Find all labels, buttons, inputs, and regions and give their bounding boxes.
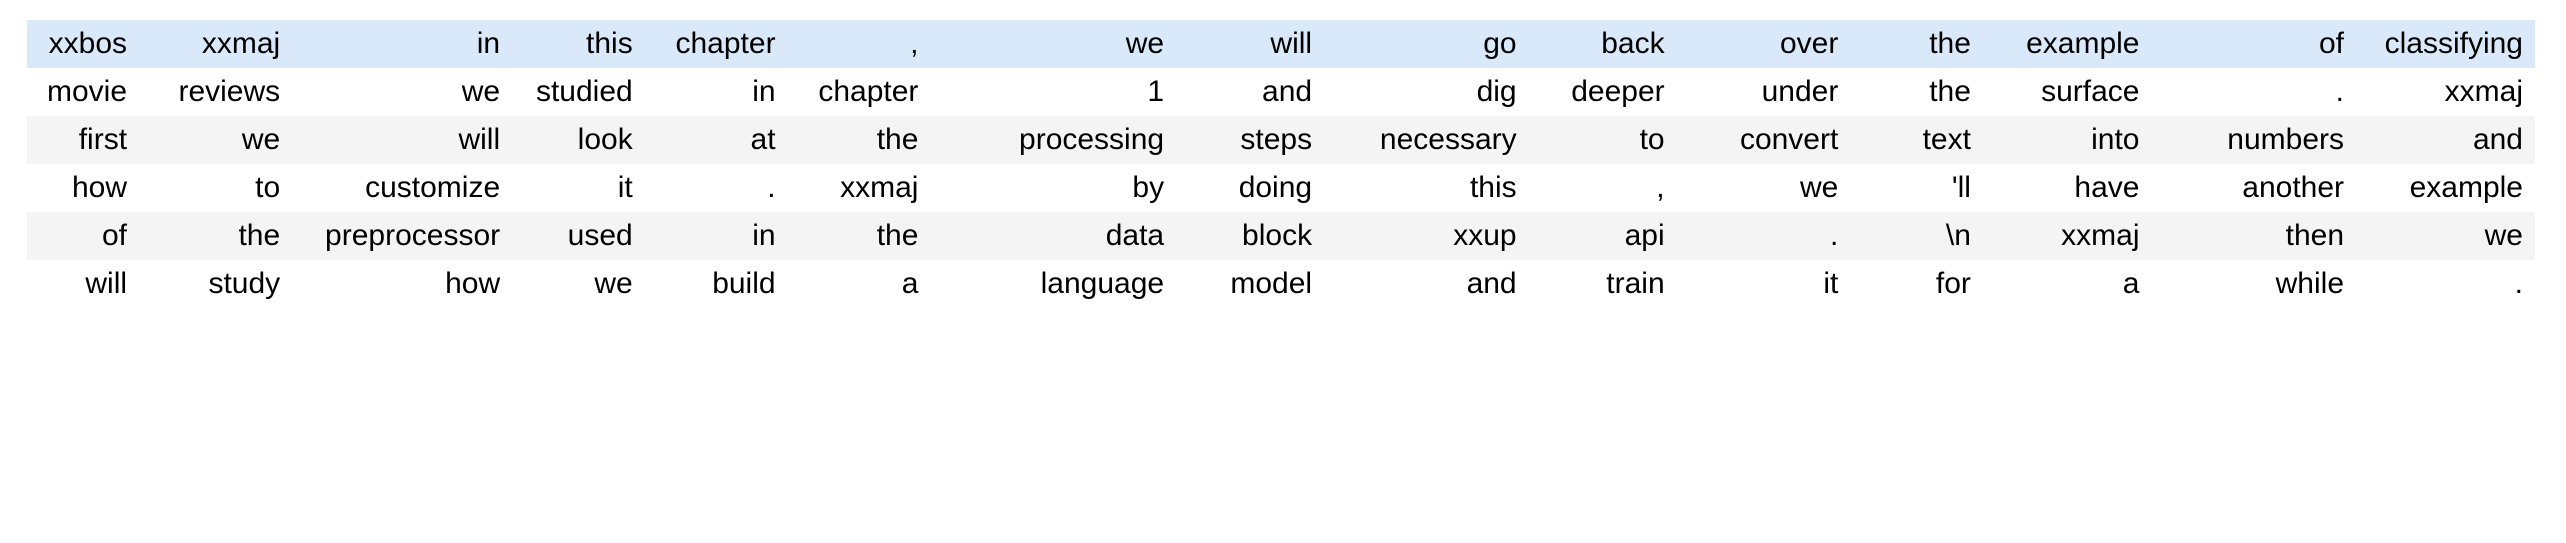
token-cell: a	[787, 260, 931, 308]
token-cell: for	[1850, 260, 1983, 308]
token-cell: this	[1324, 164, 1529, 212]
token-cell: .	[2151, 68, 2357, 116]
token-cell: will	[1176, 20, 1325, 68]
token-cell: we	[2356, 212, 2535, 260]
token-cell: text	[1850, 116, 1983, 164]
token-cell: the	[1850, 68, 1983, 116]
token-cell: over	[1676, 20, 1851, 68]
token-cell: ,	[1528, 164, 1677, 212]
token-cell: xxmaj	[2356, 68, 2535, 116]
token-cell: the	[139, 212, 293, 260]
token-cell: we	[292, 68, 513, 116]
token-cell: back	[1528, 20, 1677, 68]
token-cell: and	[1176, 68, 1325, 116]
token-cell: train	[1528, 260, 1677, 308]
token-cell: convert	[1676, 116, 1851, 164]
token-cell: block	[1176, 212, 1325, 260]
token-cell: how	[292, 260, 513, 308]
token-cell: model	[1176, 260, 1325, 308]
token-cell: chapter	[644, 20, 788, 68]
token-cell: we	[1676, 164, 1851, 212]
token-cell: this	[512, 20, 645, 68]
token-cell: studied	[512, 68, 645, 116]
token-cell: build	[644, 260, 788, 308]
token-cell: numbers	[2151, 116, 2357, 164]
token-cell: in	[644, 68, 788, 116]
token-cell: study	[139, 260, 293, 308]
token-cell: steps	[1176, 116, 1325, 164]
token-cell: 1	[930, 68, 1177, 116]
token-cell: .	[1676, 212, 1851, 260]
token-cell: language	[930, 260, 1177, 308]
token-cell: movie	[27, 68, 140, 116]
token-cell: \n	[1850, 212, 1983, 260]
token-cell: we	[930, 20, 1177, 68]
token-cell: it	[512, 164, 645, 212]
token-cell: data	[930, 212, 1177, 260]
token-cell: example	[2356, 164, 2535, 212]
token-cell: customize	[292, 164, 513, 212]
token-cell: ,	[787, 20, 931, 68]
token-cell: and	[1324, 260, 1529, 308]
token-cell: classifying	[2356, 20, 2535, 68]
token-cell: xxbos	[27, 20, 140, 68]
token-cell: dig	[1324, 68, 1529, 116]
token-cell: at	[644, 116, 788, 164]
token-cell: we	[512, 260, 645, 308]
token-cell: a	[1982, 260, 2152, 308]
token-cell: example	[1982, 20, 2152, 68]
token-cell: xxmaj	[139, 20, 293, 68]
token-cell: preprocessor	[292, 212, 513, 260]
token-cell: will	[292, 116, 513, 164]
token-cell: xxmaj	[787, 164, 931, 212]
token-cell: how	[27, 164, 140, 212]
token-cell: by	[930, 164, 1177, 212]
token-cell: while	[2151, 260, 2357, 308]
token-cell: to	[139, 164, 293, 212]
token-cell: doing	[1176, 164, 1325, 212]
token-cell: .	[644, 164, 788, 212]
token-cell: to	[1528, 116, 1677, 164]
token-cell: we	[139, 116, 293, 164]
token-cell: the	[787, 212, 931, 260]
token-cell: the	[1850, 20, 1983, 68]
token-cell: 'll	[1850, 164, 1983, 212]
token-cell: of	[27, 212, 140, 260]
token-cell: go	[1324, 20, 1529, 68]
token-cell: surface	[1982, 68, 2152, 116]
token-cell: xxmaj	[1982, 212, 2152, 260]
token-cell: another	[2151, 164, 2357, 212]
token-cell: api	[1528, 212, 1677, 260]
token-cell: the	[787, 116, 931, 164]
token-cell: in	[644, 212, 788, 260]
token-cell: used	[512, 212, 645, 260]
token-cell: it	[1676, 260, 1851, 308]
token-cell: processing	[930, 116, 1177, 164]
token-cell: look	[512, 116, 645, 164]
token-cell: will	[27, 260, 140, 308]
token-cell: of	[2151, 20, 2357, 68]
token-cell: xxup	[1324, 212, 1529, 260]
token-cell: first	[27, 116, 140, 164]
token-cell: and	[2356, 116, 2535, 164]
token-cell: have	[1982, 164, 2152, 212]
token-cell: into	[1982, 116, 2152, 164]
token-cell: then	[2151, 212, 2357, 260]
token-cell: deeper	[1528, 68, 1677, 116]
token-cell: .	[2356, 260, 2535, 308]
token-cell: necessary	[1324, 116, 1529, 164]
token-cell: chapter	[787, 68, 931, 116]
token-cell: under	[1676, 68, 1851, 116]
token-cell: in	[292, 20, 513, 68]
token-cell: reviews	[139, 68, 293, 116]
